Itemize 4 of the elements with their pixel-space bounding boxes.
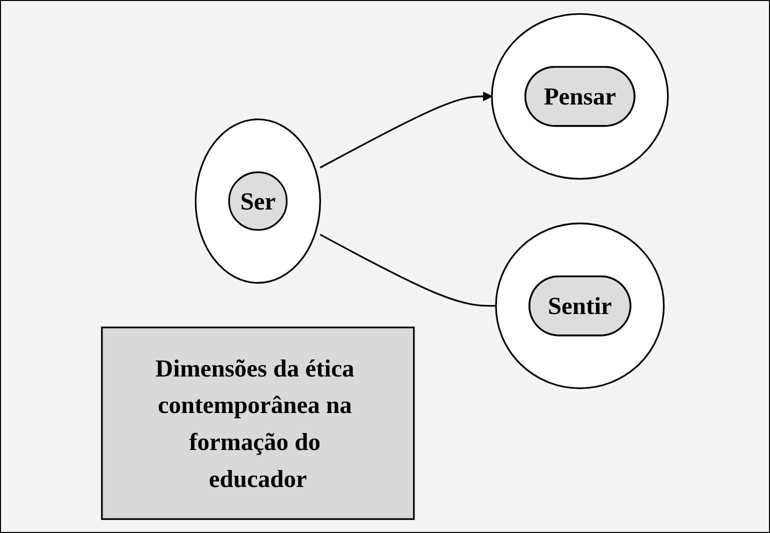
node-circle: Ser bbox=[228, 171, 288, 231]
node-box: Dimensões da ética contemporânea na formação do educador bbox=[101, 326, 415, 520]
connector bbox=[320, 234, 496, 307]
arrow bbox=[320, 91, 492, 168]
